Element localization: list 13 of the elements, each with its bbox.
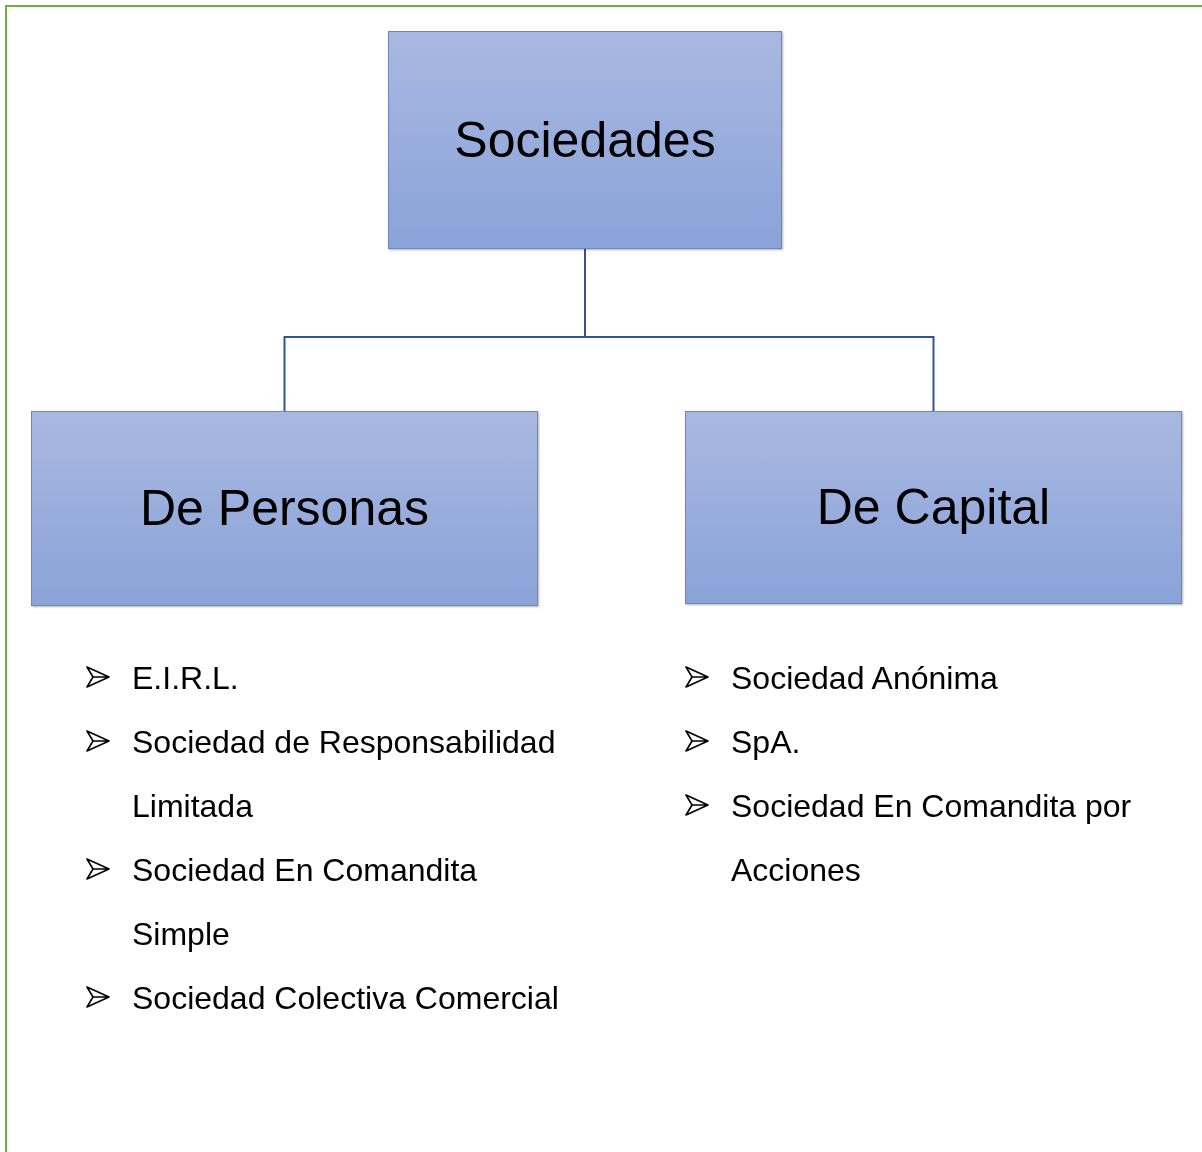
category-title: Sociedades <box>454 110 716 170</box>
list-item-text: Sociedad Anónima <box>731 659 998 698</box>
category-title: De Capital <box>816 478 1051 538</box>
list-item-text: Sociedad En Comandita Simple <box>132 851 479 954</box>
list-item-text: Sociedad de Responsabilidad Limitada <box>132 723 557 826</box>
category-title: De Personas <box>139 479 429 539</box>
list-item-text: Sociedad Colectiva Comercial <box>132 979 559 1018</box>
category-box <box>31 411 538 606</box>
list-item-text: SpA. <box>731 723 801 762</box>
category-box <box>685 411 1182 604</box>
list-item-text: Sociedad En Comandita por Acciones <box>731 787 1133 890</box>
category-box <box>388 31 782 249</box>
list-item-text: E.I.R.L. <box>132 659 239 698</box>
